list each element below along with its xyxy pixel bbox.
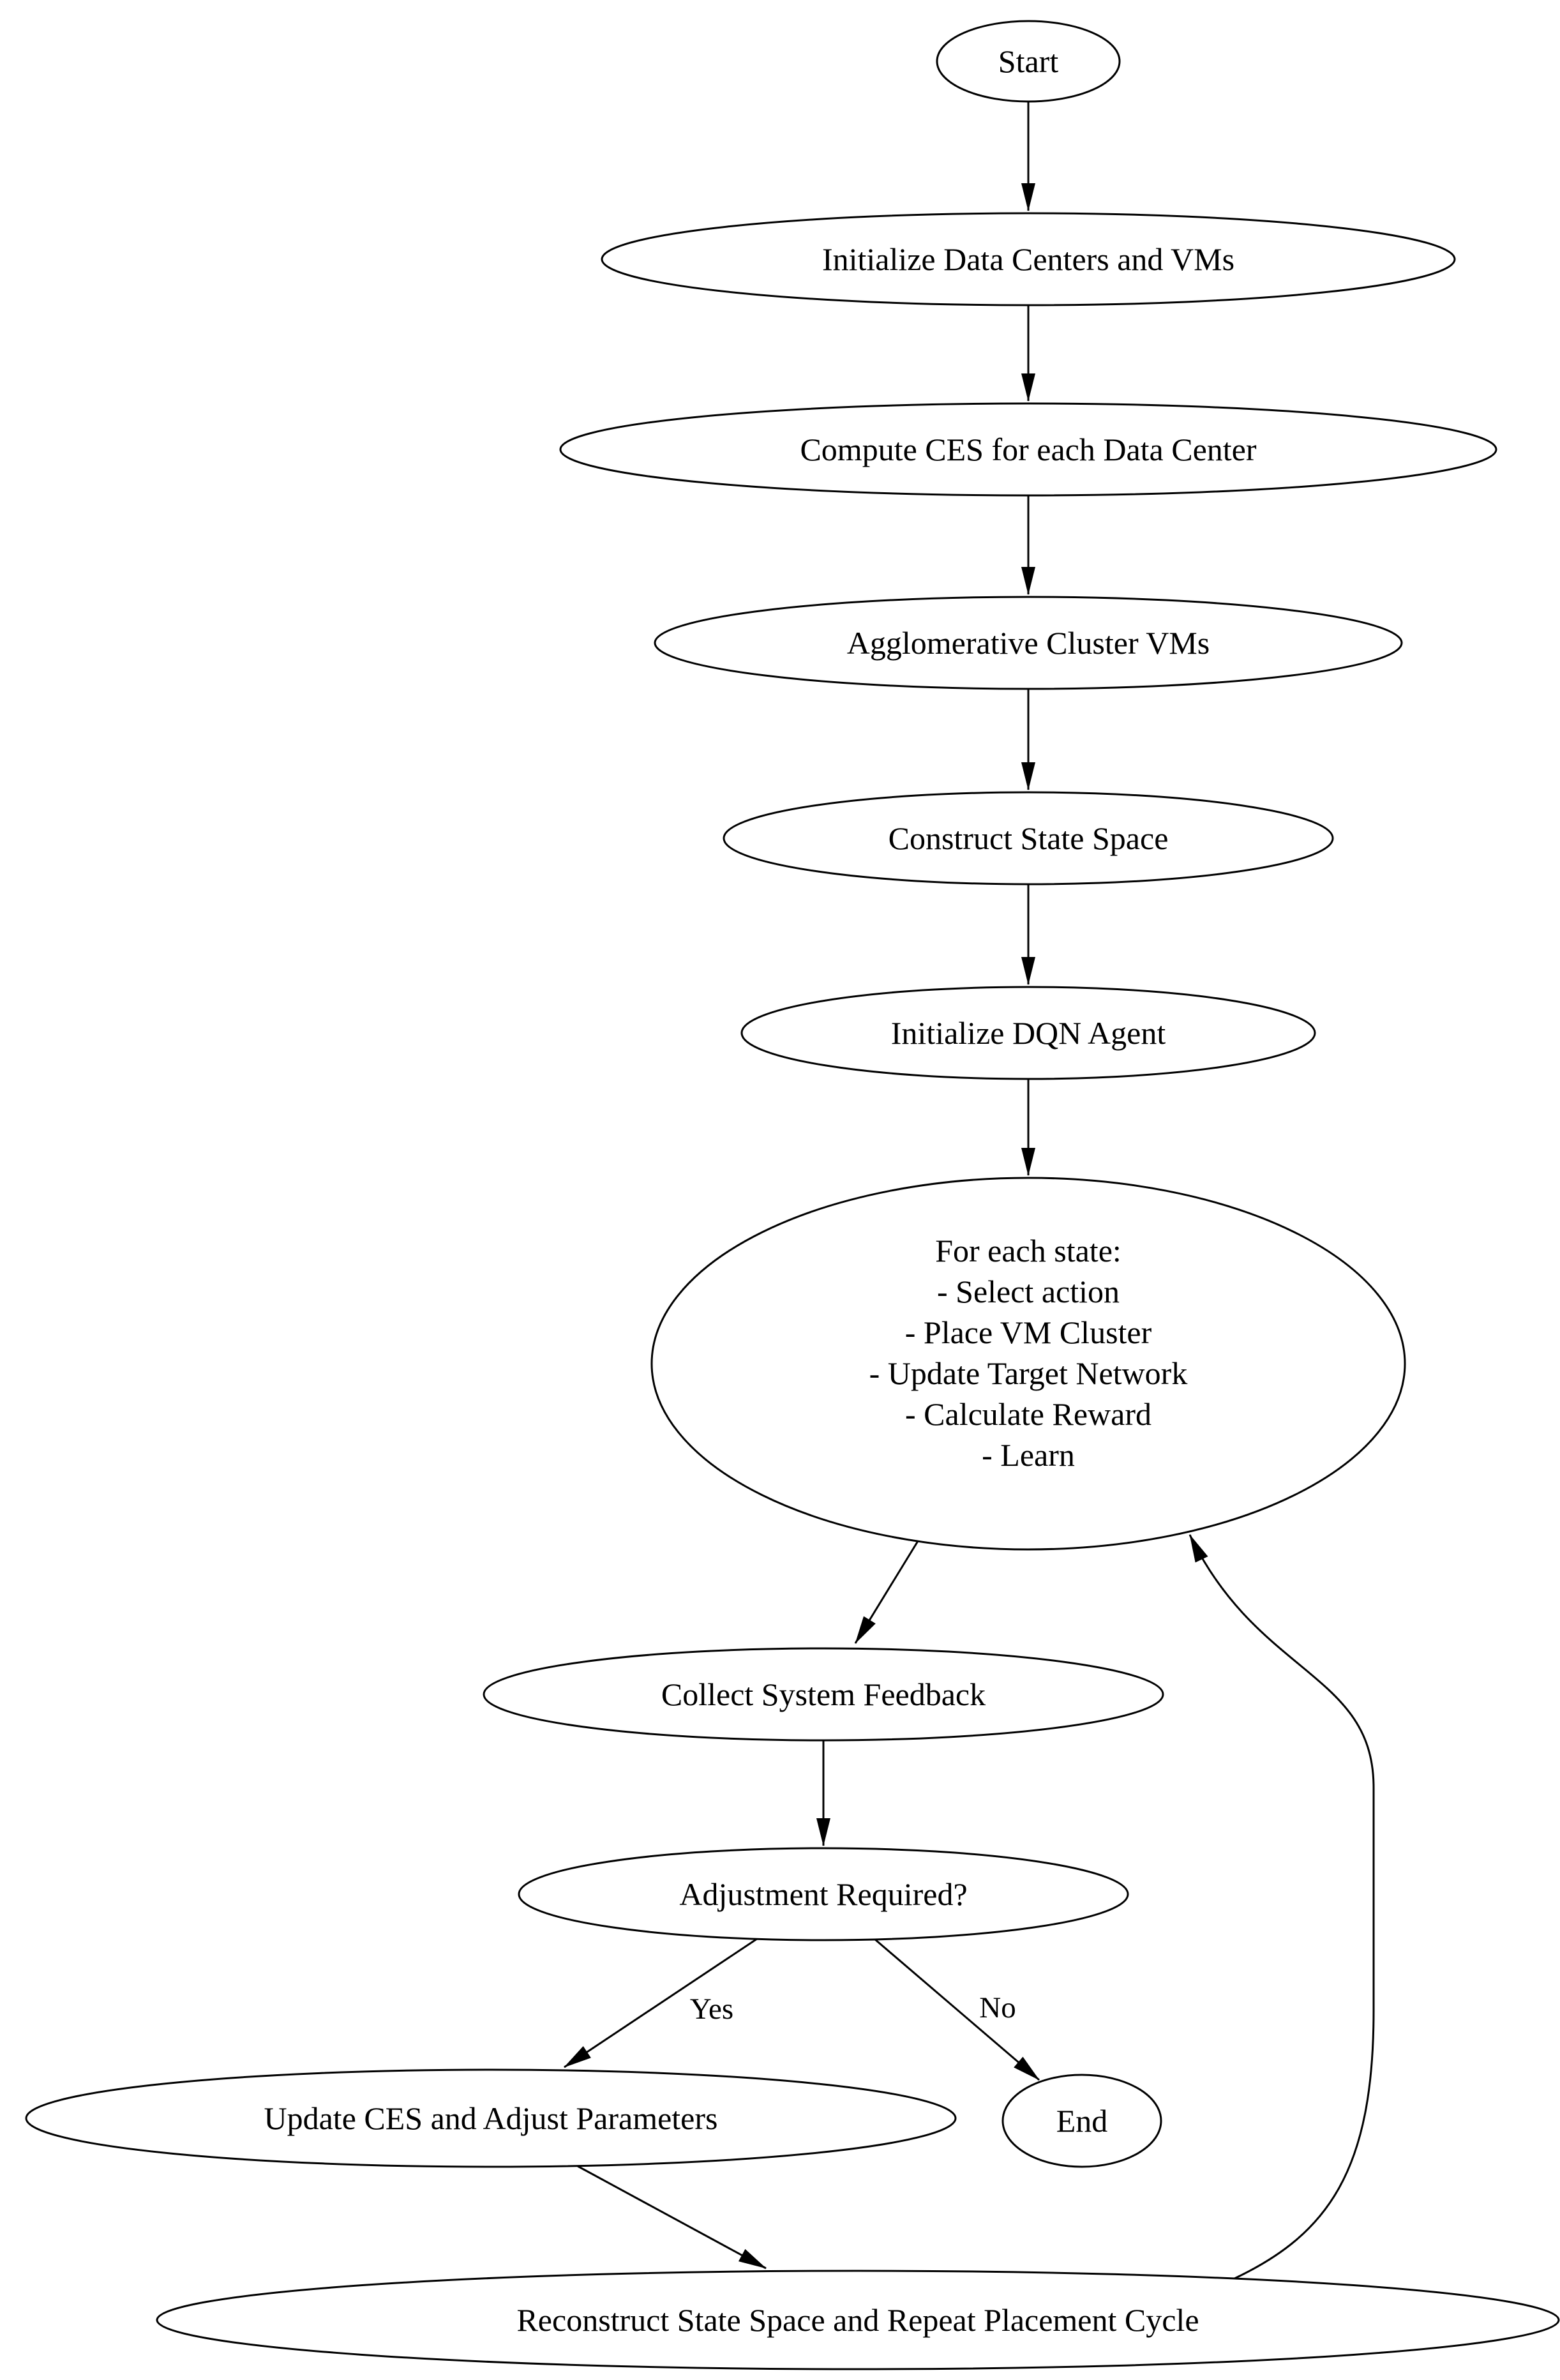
edge-foreachstate-to-feedback-arrow [854, 1540, 919, 1644]
node-initialize-data-centers-label: Initialize Data Centers and VMs [822, 241, 1234, 277]
node-initialize-data-centers: Initialize Data Centers and VMs [601, 212, 1456, 306]
node-construct-state-space-ellipse [723, 791, 1334, 885]
node-for-each-state-line-5: - Calculate Reward [905, 1396, 1151, 1432]
node-end-label: End [1056, 2103, 1108, 2139]
node-for-each-state-line-4: - Update Target Network [869, 1355, 1188, 1391]
edge-label-no: No [979, 1991, 1016, 2024]
node-agglomerative-cluster-label: Agglomerative Cluster VMs [847, 625, 1210, 661]
node-end-ellipse [1001, 2074, 1162, 2168]
node-update-ces-ellipse [25, 2068, 957, 2168]
node-start-label: Start [998, 43, 1059, 79]
edge-adjustment-no-arrow [874, 1938, 1040, 2081]
node-adjustment-required-label: Adjustment Required? [679, 1876, 967, 1912]
edge-reconstruct-loopback-arrow [1189, 1534, 1375, 2280]
node-compute-ces-label: Compute CES for each Data Center [800, 432, 1256, 467]
node-reconstruct-state-space-ellipse [156, 2270, 1560, 2370]
node-construct-state-space-label: Construct State Space [889, 820, 1169, 856]
node-for-each-state-line-6: - Learn [982, 1437, 1075, 1473]
node-update-ces-label: Update CES and Adjust Parameters [264, 2100, 718, 2136]
node-adjustment-required: Adjustment Required? [518, 1847, 1129, 1941]
node-compute-ces: Compute CES for each Data Center [559, 402, 1497, 497]
node-reconstruct-state-space-label: Reconstruct State Space and Repeat Place… [516, 2302, 1199, 2338]
node-for-each-state-line-3: - Place VM Cluster [905, 1314, 1152, 1350]
node-for-each-state-line-2: - Select action [937, 1274, 1120, 1309]
node-agglomerative-cluster: Agglomerative Cluster VMs [654, 596, 1403, 690]
node-construct-state-space: Construct State Space [723, 791, 1334, 885]
node-collect-system-feedback-ellipse [483, 1647, 1164, 1742]
node-initialize-dqn-agent-label: Initialize DQN Agent [891, 1015, 1166, 1051]
node-initialize-data-centers-ellipse [601, 212, 1456, 306]
node-end: End [1001, 2074, 1162, 2168]
node-initialize-dqn-agent-ellipse [740, 986, 1316, 1080]
edge-updateces-to-reconstruct-arrow [577, 2165, 767, 2270]
node-for-each-state-ellipse [650, 1177, 1406, 1551]
node-compute-ces-ellipse [559, 402, 1497, 497]
node-for-each-state-line-1: For each state: [935, 1233, 1121, 1269]
node-start-ellipse [936, 20, 1121, 103]
node-collect-system-feedback-label: Collect System Feedback [661, 1676, 986, 1712]
edge-label-yes: Yes [690, 1992, 733, 2026]
node-agglomerative-cluster-ellipse [654, 596, 1403, 690]
node-update-ces: Update CES and Adjust Parameters [25, 2068, 957, 2168]
node-start: Start [936, 20, 1121, 103]
node-collect-system-feedback: Collect System Feedback [483, 1647, 1164, 1742]
node-initialize-dqn-agent: Initialize DQN Agent [740, 986, 1316, 1080]
edge-adjustment-yes-arrow [564, 1938, 758, 2068]
node-adjustment-required-ellipse [518, 1847, 1129, 1941]
node-reconstruct-state-space: Reconstruct State Space and Repeat Place… [156, 2270, 1560, 2370]
node-for-each-state: For each state: - Select action - Place … [650, 1177, 1406, 1551]
